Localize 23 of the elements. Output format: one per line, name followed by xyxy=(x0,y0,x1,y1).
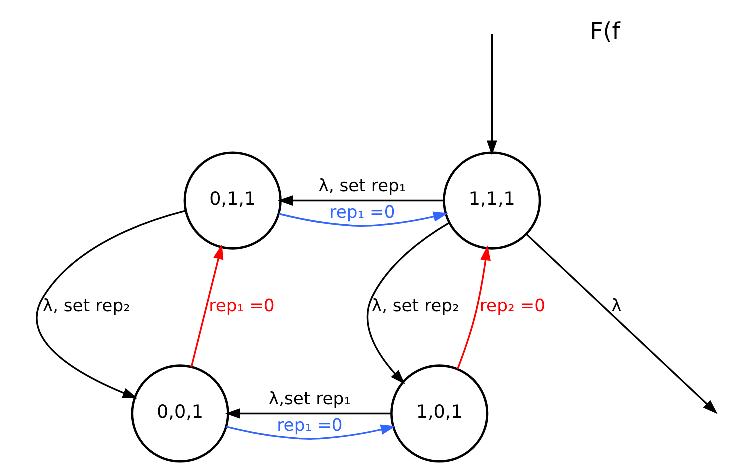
arrow xyxy=(190,244,224,368)
node-circle: 0,0,1 xyxy=(130,364,229,463)
edge-label: λ xyxy=(611,296,622,316)
arrow xyxy=(226,424,396,440)
arrow xyxy=(456,246,490,370)
edge-label: rep₂ =0 xyxy=(479,296,546,316)
arrow xyxy=(278,212,448,228)
arrow xyxy=(278,196,444,206)
arrow xyxy=(225,408,392,419)
edge-label: λ, set rep₁ xyxy=(318,176,406,197)
arrow xyxy=(366,222,450,384)
arrow xyxy=(36,210,186,399)
edge-label: rep₁ =0 xyxy=(276,416,342,436)
edge-label: λ, set rep₂ xyxy=(371,296,459,316)
edge-label: rep₁ =0 xyxy=(329,202,395,223)
label: F(f xyxy=(590,18,620,45)
edge-label: λ,set rep₁ xyxy=(268,390,351,410)
arrow xyxy=(526,234,718,414)
arrow xyxy=(486,34,497,156)
edge-label: λ, set rep₂ xyxy=(42,296,130,316)
node-circle: 0,1,1 xyxy=(183,152,282,250)
edge-label: rep₁ =0 xyxy=(208,296,274,316)
node-circle: 1,1,1 xyxy=(442,152,541,250)
